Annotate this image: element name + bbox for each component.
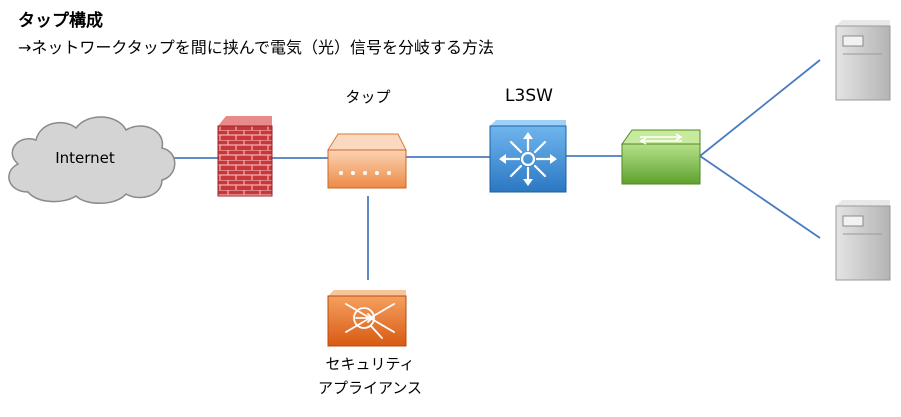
link-l2sw-server-top <box>699 59 821 157</box>
internet-label: Internet <box>55 149 115 167</box>
security-appliance-icon <box>327 290 407 347</box>
network-tap-icon <box>327 133 407 189</box>
diagram-title: タップ構成 <box>18 11 103 31</box>
l2-switch-icon <box>621 129 701 185</box>
security-appliance-label: セキュリティ アプライアンス <box>300 352 440 400</box>
diagram-subtitle: →ネットワークタップを間に挟んで電気（光）信号を分岐する方法 <box>18 38 494 57</box>
l3-switch-icon <box>489 120 567 193</box>
server-icon <box>835 200 891 281</box>
internet-cloud-icon <box>8 116 176 204</box>
server-icon <box>835 20 891 101</box>
link-l2sw-server-bottom <box>699 155 821 239</box>
l3sw-label: L3SW <box>505 86 553 106</box>
firewall-icon <box>217 116 273 197</box>
security-label-line2: アプライアンス <box>317 379 423 397</box>
tap-label: タップ <box>345 88 391 106</box>
security-label-line1: セキュリティ <box>325 355 415 373</box>
